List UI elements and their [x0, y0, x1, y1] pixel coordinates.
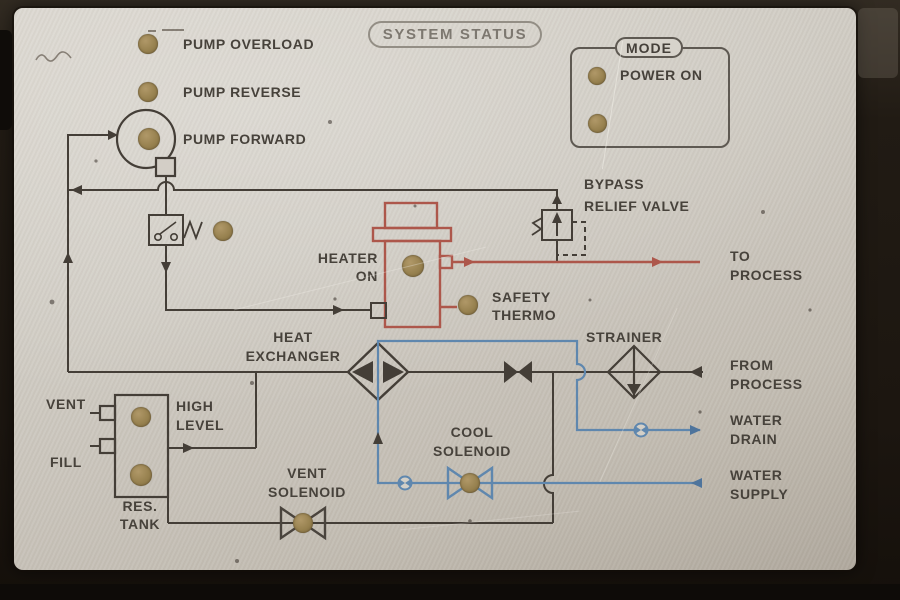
- high-level-label-line1: HIGH: [176, 398, 214, 414]
- high-level-label-line2: LEVEL: [176, 417, 225, 433]
- water-drain-label-line2: DRAIN: [730, 431, 778, 447]
- heater-inlet-stub: [370, 302, 387, 319]
- spring-icon: [531, 217, 543, 236]
- shutoff-valve-icon: [504, 361, 532, 383]
- flow-arrows-red: [464, 257, 663, 267]
- led-pump-overload: [138, 34, 158, 54]
- vent-port-label: VENT: [46, 396, 86, 412]
- led-power-on: [588, 67, 606, 85]
- piping-diagram: [35, 29, 812, 563]
- photo-border-left-blotch: [0, 30, 12, 130]
- relief-valve-icon: [531, 209, 573, 241]
- pump-overload-label: PUMP OVERLOAD: [183, 36, 315, 52]
- led-flow-switch: [213, 221, 233, 241]
- to-process-label-line2: PROCESS: [730, 267, 803, 283]
- vent-solenoid-label-line2: SOLENOID: [268, 484, 346, 500]
- pump-icon: [115, 108, 177, 178]
- mode-box: [570, 47, 730, 148]
- strainer-label: STRAINER: [586, 329, 663, 345]
- heat-exchanger-label-line2: EXCHANGER: [245, 348, 341, 364]
- cool-solenoid-label-line2: SOLENOID: [433, 443, 511, 459]
- water-supply-label-line2: SUPPLY: [730, 486, 789, 502]
- heater-on-label-line2: ON: [355, 268, 378, 284]
- led-safety-thermo: [458, 295, 478, 315]
- process-piping: [67, 134, 703, 524]
- bypass-label-line2: RELIEF VALVE: [584, 198, 690, 214]
- led-pump-forward: [138, 128, 160, 150]
- res-tank-label-line1: RES.: [122, 498, 158, 514]
- schematic-area: SYSTEM STATUS MODE POWER ON PUMP OVERLOA…: [14, 8, 856, 570]
- heat-exchanger-icon: [346, 341, 410, 402]
- photo-border-right-smudge: [858, 8, 898, 78]
- dust-specks: [49, 120, 812, 563]
- led-pump-reverse: [138, 82, 158, 102]
- led-cool-solenoid: [460, 473, 480, 493]
- check-valve-icon: [633, 422, 649, 438]
- led-heater-on: [402, 255, 424, 277]
- strainer-icon: [606, 344, 662, 400]
- photo-border-bottom: [0, 584, 900, 600]
- heat-exchanger-label-line1: HEAT: [273, 329, 313, 345]
- to-process-label-line1: TO: [730, 248, 751, 264]
- from-process-label-line1: FROM: [730, 357, 774, 373]
- res-tank-label-line2: TANK: [119, 516, 161, 532]
- vent-solenoid-label-line1: VENT: [287, 465, 327, 481]
- pump-reverse-label: PUMP REVERSE: [183, 84, 302, 100]
- bypass-label-line1: BYPASS: [584, 176, 645, 192]
- led-vent-solenoid: [293, 513, 313, 533]
- spring-icon: [183, 219, 203, 241]
- cool-solenoid-label-line1: COOL: [450, 424, 494, 440]
- pump-forward-label: PUMP FORWARD: [183, 131, 307, 147]
- led-tank-low: [130, 464, 152, 486]
- water-piping: [376, 339, 700, 485]
- mode-label: MODE: [615, 37, 683, 58]
- flow-arrows-blue: [690, 425, 702, 488]
- safety-thermo-label-line1: SAFETY: [492, 289, 551, 305]
- heater-on-label-line1: HEATER: [317, 250, 378, 266]
- vent-solenoid-valve-icon: [279, 505, 327, 541]
- res-tank-icon: [98, 393, 170, 499]
- led-tank-high: [131, 407, 151, 427]
- check-valve-icon: [397, 475, 413, 491]
- water-drain-label-line1: WATER: [730, 412, 783, 428]
- cool-solenoid-valve-icon: [446, 465, 494, 501]
- system-status-title: SYSTEM STATUS: [368, 21, 542, 48]
- pencil-scribble: [35, 29, 184, 62]
- water-supply-label-line1: WATER: [730, 467, 783, 483]
- flow-switch-icon: [148, 214, 203, 246]
- front-panel: SYSTEM STATUS MODE POWER ON PUMP OVERLOA…: [14, 8, 856, 570]
- fill-port-label: FILL: [50, 454, 82, 470]
- safety-thermo-label-line2: THERMO: [492, 307, 557, 323]
- flow-arrows: [63, 130, 702, 453]
- from-process-label-line2: PROCESS: [730, 376, 803, 392]
- power-on-label: POWER ON: [620, 67, 703, 83]
